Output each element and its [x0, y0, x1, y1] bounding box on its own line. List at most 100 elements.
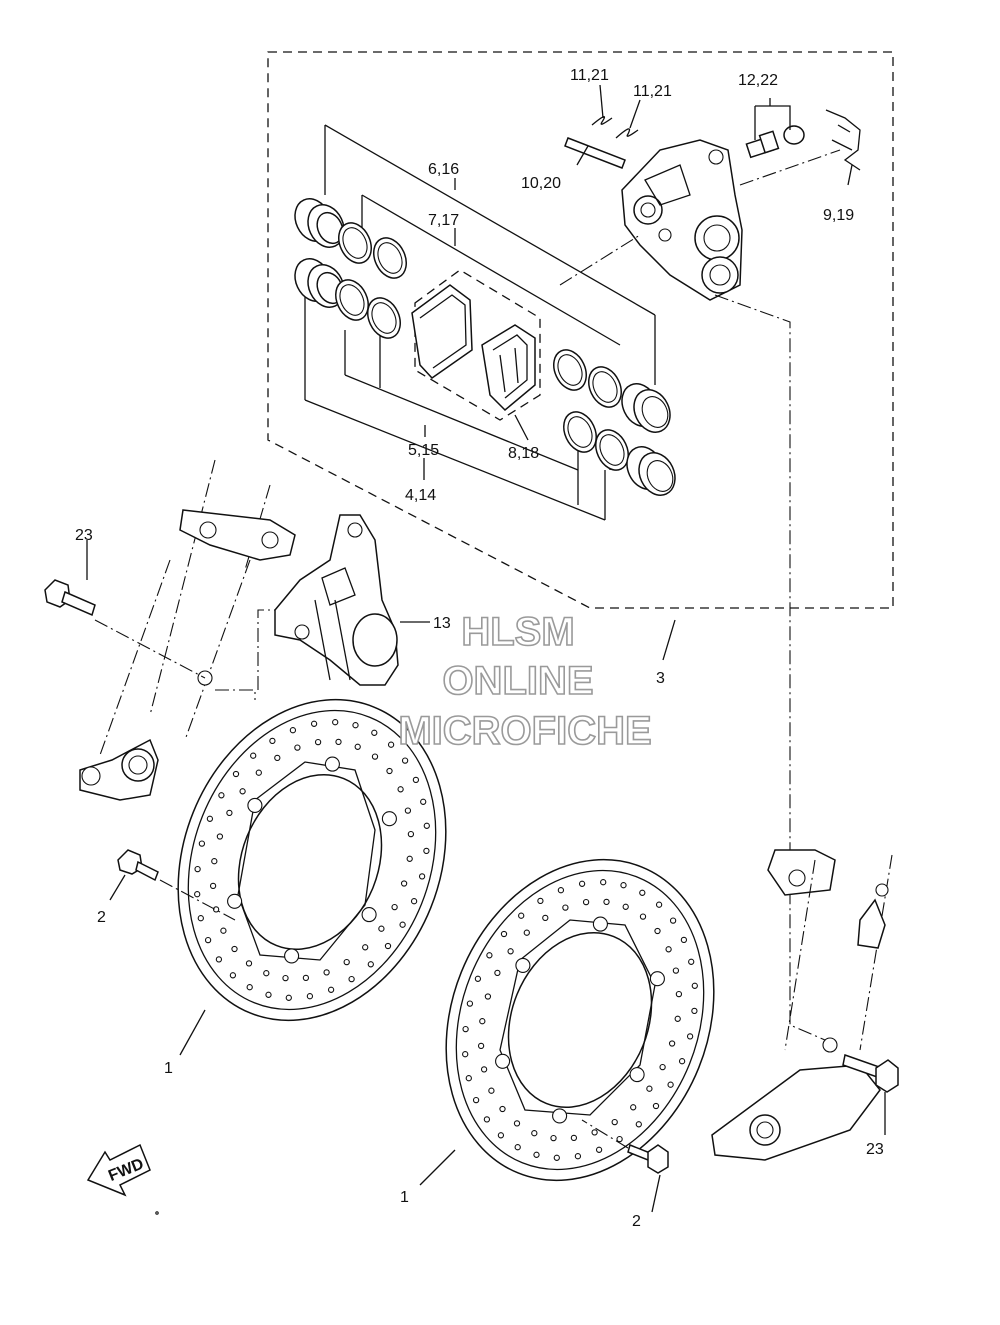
brake-pad-rear: [481, 324, 536, 412]
label-1-right[interactable]: 1: [400, 1189, 409, 1206]
disc-drill-hole: [391, 903, 398, 911]
disc-drill-hole: [477, 1042, 485, 1050]
label-10-20[interactable]: 10,20: [521, 175, 561, 192]
label-23-left[interactable]: 23: [75, 527, 93, 544]
disc-drill-hole: [622, 903, 629, 910]
disc-drill-hole: [229, 972, 237, 979]
disc-drill-hole: [674, 1015, 681, 1022]
disc-drill-hole: [646, 1085, 653, 1092]
disc-drill-hole: [611, 1118, 618, 1126]
label-2-left[interactable]: 2: [97, 909, 106, 926]
label-13[interactable]: 13: [433, 615, 451, 632]
disc-drill-hole: [680, 936, 688, 944]
disc-drill-hole: [635, 1121, 642, 1128]
disc-drill-hole: [194, 891, 201, 898]
disc-drill-hole: [553, 1154, 560, 1161]
disc-drill-hole: [302, 974, 310, 982]
disc-button-hole: [284, 948, 300, 964]
bleed-screw-and-cap: [745, 125, 805, 159]
disc-drill-hole: [269, 737, 276, 745]
disc-drill-hole: [655, 901, 663, 908]
disc-drill-hole: [465, 1075, 472, 1082]
label-3[interactable]: 3: [656, 670, 665, 687]
label-11-21-a[interactable]: 11,21: [570, 67, 609, 84]
disc-drill-hole: [591, 1129, 598, 1136]
disc-drill-hole: [327, 986, 335, 993]
label-23-right[interactable]: 23: [866, 1141, 884, 1158]
disc-button-hole: [629, 1067, 645, 1083]
disc-drill-hole: [494, 969, 501, 977]
disc-button-hole: [361, 907, 377, 923]
disc-drill-hole: [654, 927, 661, 935]
label-7-17[interactable]: 7,17: [428, 212, 459, 229]
disc-screw-left: [109, 849, 236, 1056]
disc-button-hole: [227, 893, 243, 909]
disc-drill-hole: [472, 1096, 480, 1104]
brake-disc-right: [445, 858, 715, 1182]
piston-seal-set-right: [553, 349, 676, 496]
label-8-18[interactable]: 8,18: [508, 445, 539, 462]
disc-drill-hole: [289, 727, 297, 734]
brake-pads: [411, 284, 536, 412]
disc-drill-hole: [550, 1134, 557, 1142]
label-2-right[interactable]: 2: [632, 1213, 641, 1230]
disc-drill-hole: [348, 975, 355, 983]
label-1-left[interactable]: 1: [164, 1060, 173, 1077]
disc-drill-hole: [668, 1040, 676, 1047]
disc-drill-hole: [533, 1151, 540, 1158]
disc-drill-hole: [335, 738, 342, 746]
disc-drill-hole: [418, 873, 426, 880]
disc-drill-hole: [420, 798, 427, 805]
pad-pin: [564, 137, 626, 169]
disc-drill-hole: [371, 753, 379, 760]
disc-drill-hole: [220, 927, 227, 934]
disc-drill-hole: [557, 887, 565, 894]
disc-drill-hole: [537, 897, 544, 905]
disc-drill-hole: [367, 961, 374, 968]
disc-drill-hole: [239, 788, 246, 795]
disc-drill-hole: [462, 1051, 469, 1058]
disc-drill-hole: [542, 914, 549, 922]
disc-drill-hole: [265, 991, 272, 998]
pin-clips: [591, 116, 639, 139]
label-5-15[interactable]: 5,15: [408, 442, 439, 459]
disc-drill-hole: [400, 880, 408, 887]
pad-spring: [825, 109, 861, 171]
disc-drill-hole: [514, 1144, 521, 1151]
disc-drill-hole: [354, 743, 361, 750]
disc-drill-hole: [600, 879, 607, 886]
disc-drill-hole: [218, 792, 225, 799]
disc-drill-hole: [423, 847, 430, 855]
label-6-16[interactable]: 6,16: [428, 161, 459, 178]
fwd-arrow[interactable]: FWD: [86, 1143, 151, 1197]
disc-drill-hole: [466, 1000, 474, 1007]
label-12-22[interactable]: 12,22: [738, 72, 778, 89]
label-9-19[interactable]: 9,19: [823, 207, 854, 224]
disc-drill-hole: [412, 776, 420, 784]
disc-drill-hole: [343, 958, 350, 966]
disc-drill-hole: [484, 993, 492, 1000]
disc-drill-hole: [595, 1146, 603, 1153]
disc-drill-hole: [488, 1087, 495, 1094]
disc-drill-hole: [226, 809, 233, 817]
disc-right-holes: [462, 879, 698, 1161]
disc-drill-hole: [639, 913, 647, 920]
label-4-14[interactable]: 4,14: [405, 487, 436, 504]
disc-drill-hole: [384, 942, 392, 950]
fork-leg-right: [711, 849, 893, 1161]
disc-drill-hole: [667, 1081, 674, 1088]
disc-drill-hole: [314, 738, 322, 746]
disc-button-hole: [247, 797, 263, 813]
disc-drill-hole: [371, 729, 378, 736]
disc-drill-hole: [404, 807, 412, 814]
disc-drill-hole: [562, 904, 569, 911]
disc-drill-hole: [282, 974, 289, 982]
watermark-line-2: ONLINE: [442, 659, 593, 703]
label-11-21-b[interactable]: 11,21: [633, 83, 672, 100]
disc-drill-hole: [486, 952, 493, 959]
disc-drill-hole: [209, 882, 217, 890]
disc-drill-hole: [630, 1104, 637, 1111]
disc-drill-hole: [246, 984, 253, 991]
disc-drill-hole: [401, 757, 409, 764]
